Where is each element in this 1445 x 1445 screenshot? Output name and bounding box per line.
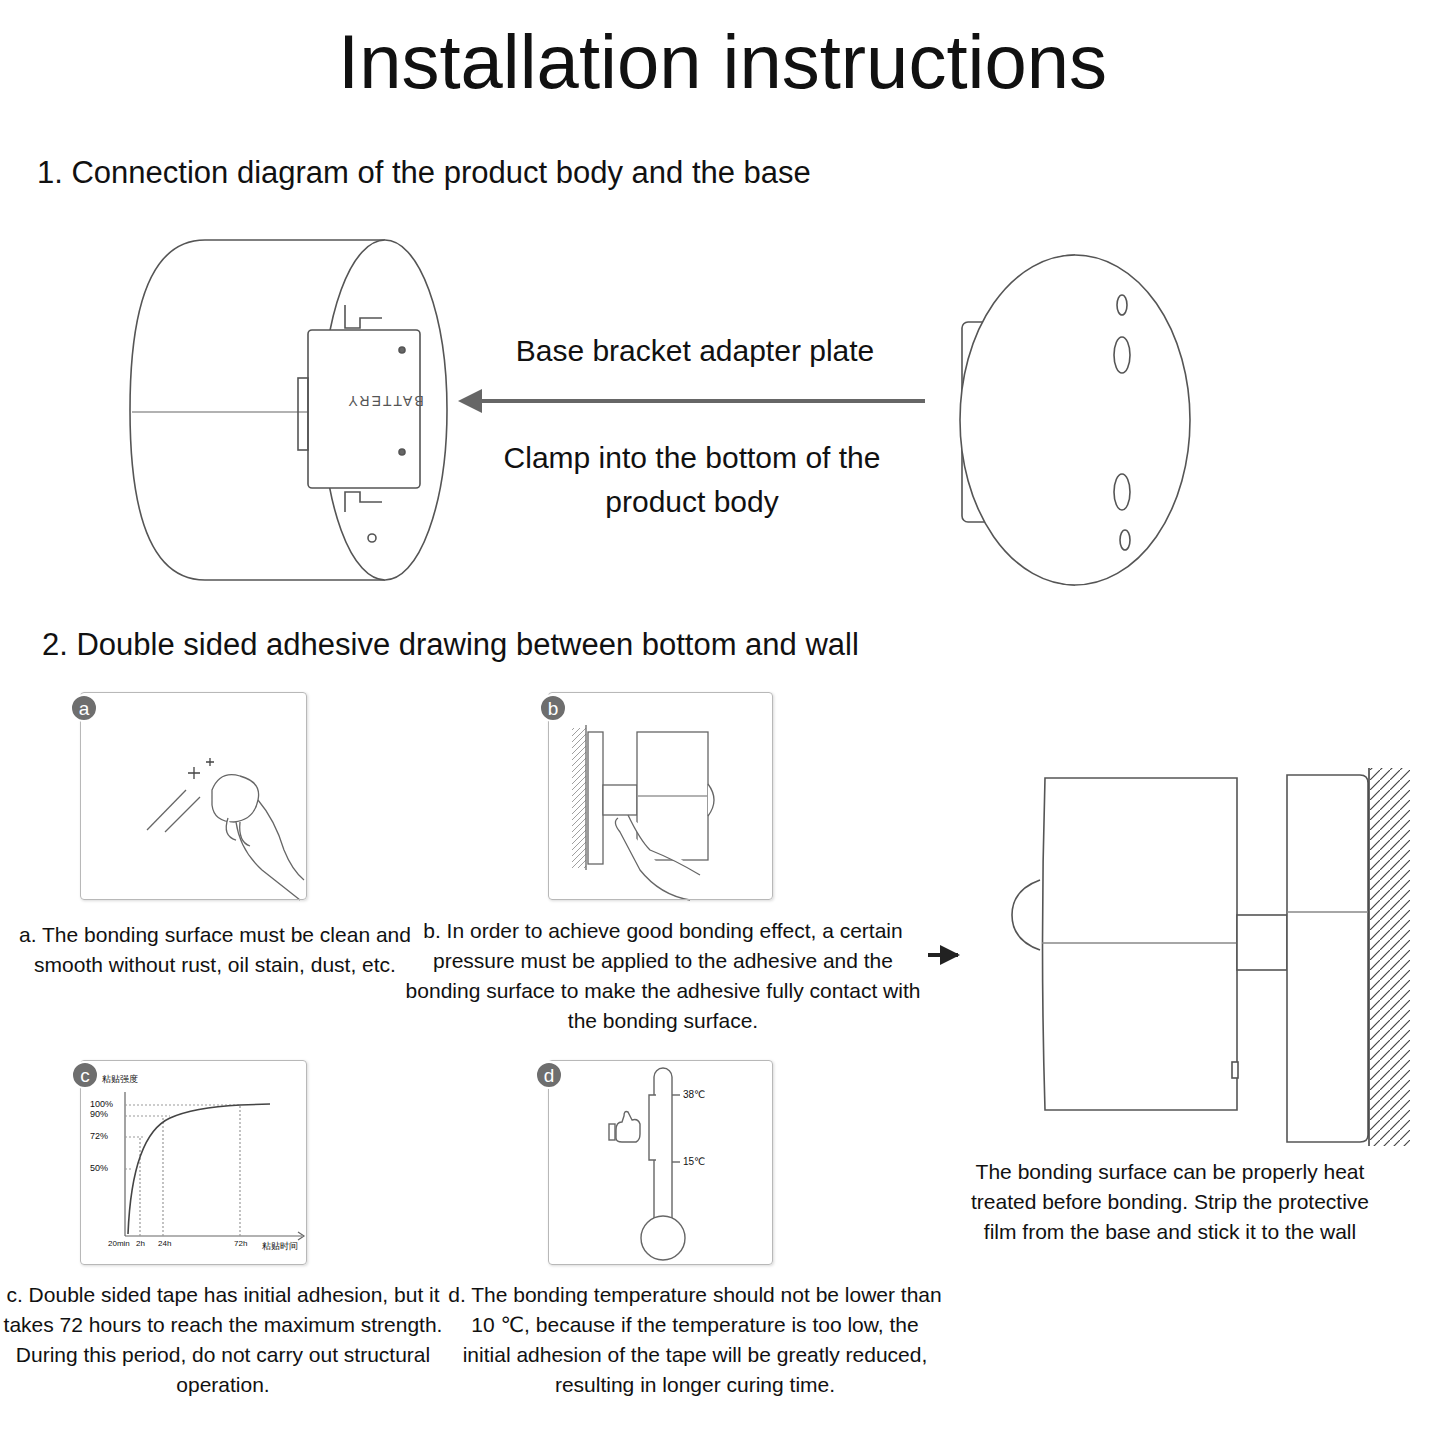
step-panel: d. The bonding temperature should not be…	[445, 1060, 945, 1404]
flow-arrow	[928, 953, 958, 957]
axis-tick: 2h	[136, 1239, 145, 1249]
step-caption: d. The bonding temperature should not be…	[445, 1280, 945, 1400]
axis-label: 粘贴时间	[262, 1241, 298, 1252]
section-heading: 2. Double sided adhesive drawing between…	[42, 626, 1142, 663]
step-badge: a	[70, 694, 98, 722]
step-letter: a	[79, 699, 90, 718]
instruction-label: Clamp into the bottom of the product bod…	[497, 436, 887, 524]
wall-mount-figure	[1012, 768, 1410, 1146]
panel-frame	[548, 1060, 773, 1265]
step-caption: b. In order to achieve good bonding effe…	[400, 916, 926, 1036]
axis-tick: 24h	[158, 1239, 171, 1249]
step-caption: a. The bonding surface must be clean and…	[5, 920, 425, 980]
arrow-head	[458, 389, 482, 413]
step-badge: b	[539, 694, 567, 722]
figure-caption-box: The bonding surface can be properly heat…	[960, 775, 1380, 1251]
step-badge: c	[71, 1061, 99, 1089]
step-badge: d	[535, 1061, 563, 1089]
strength-chart	[125, 1092, 304, 1240]
step-panel: b. In order to achieve good bonding effe…	[400, 692, 926, 1040]
assembly-arrow	[478, 399, 925, 403]
step-caption: c. Double sided tape has initial adhesio…	[3, 1280, 443, 1400]
panel-frame	[80, 1060, 307, 1265]
axis-label: 粘贴强度	[102, 1074, 138, 1085]
axis-tick: 100%	[90, 1099, 113, 1110]
battery-marking: BATTERY	[340, 392, 430, 409]
thermometer	[609, 1068, 685, 1260]
section-heading: 1. Connection diagram of the product bod…	[37, 154, 1037, 191]
step-panel: a. The bonding surface must be clean and…	[5, 692, 425, 984]
wipe-illustration	[147, 758, 304, 900]
step-panel: c. Double sided tape has initial adhesio…	[3, 1060, 443, 1404]
axis-tick: 72%	[90, 1131, 108, 1142]
part-label: Base bracket adapter plate	[470, 333, 920, 369]
temperature-mark: 38℃	[683, 1089, 705, 1101]
panel-frame	[548, 692, 773, 900]
axis-tick: 72h	[234, 1239, 247, 1249]
step-letter: b	[548, 699, 559, 718]
step-letter: c	[80, 1066, 90, 1085]
step-caption: The bonding surface can be properly heat…	[960, 1157, 1380, 1247]
product-body	[130, 240, 447, 580]
axis-tick: 90%	[90, 1109, 108, 1120]
base-bracket	[960, 255, 1190, 585]
panel-frame	[80, 692, 307, 900]
step-letter: d	[544, 1066, 555, 1085]
axis-tick: 20min	[108, 1239, 130, 1249]
page-title: Installation instructions	[0, 18, 1445, 105]
press-illustration	[572, 725, 714, 900]
temperature-mark: 15℃	[683, 1156, 705, 1168]
axis-tick: 50%	[90, 1163, 108, 1174]
